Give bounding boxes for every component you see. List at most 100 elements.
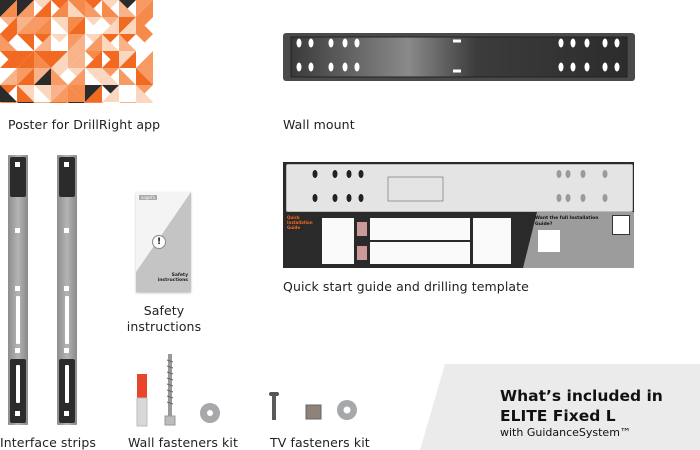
- poster-pattern-tile: [17, 34, 34, 51]
- poster-pattern-tile: [0, 51, 17, 68]
- template-hole: [556, 170, 562, 178]
- poster-pattern-tile: [102, 68, 119, 85]
- tv-fasteners-image: [269, 392, 357, 420]
- mounting-hole: [296, 62, 302, 72]
- mounting-hole: [354, 38, 360, 48]
- poster-pattern-tile: [0, 34, 17, 51]
- mounting-hole: [570, 62, 576, 72]
- template-hole: [346, 170, 352, 178]
- banner-line1: What’s included in: [500, 387, 663, 405]
- template-hole: [358, 170, 364, 178]
- guide-question: Want the full Installation Guide?: [535, 216, 599, 227]
- warning-icon: !: [152, 235, 166, 249]
- guide-heading: Quick Installation Guide: [287, 215, 313, 230]
- poster-pattern-tile: [136, 17, 153, 34]
- mounting-hole: [328, 38, 334, 48]
- mounting-slot: [453, 69, 461, 73]
- tv-fasteners-caption: TV fasteners kit: [270, 435, 370, 450]
- poster-pattern-tile: [68, 34, 85, 51]
- safety-caption-line2: instructions: [126, 319, 202, 334]
- poster-pattern-tile: [85, 68, 102, 85]
- poster-pattern-tile: [34, 102, 51, 103]
- mounting-hole: [308, 38, 314, 48]
- poster-pattern-tile: [33, 102, 34, 103]
- product-banner: [420, 364, 700, 450]
- poster-pattern-tile: [0, 0, 17, 17]
- poster-pattern-tile: [102, 102, 119, 103]
- banner-subtitle: with GuidanceSystem™: [500, 426, 631, 439]
- poster-pattern-tile: [119, 85, 136, 102]
- poster-pattern-tile: [85, 51, 102, 68]
- template-caption: Quick start guide and drilling template: [283, 279, 529, 294]
- poster-pattern-tile: [68, 17, 85, 34]
- mounting-hole: [614, 62, 620, 72]
- mounting-hole: [328, 62, 334, 72]
- banner-line2: ELITE Fixed L: [500, 407, 616, 425]
- mounting-hole: [602, 38, 608, 48]
- poster-pattern-tile: [102, 85, 119, 102]
- mounting-hole: [354, 62, 360, 72]
- wall-mount-caption: Wall mount: [283, 117, 355, 132]
- poster-pattern-tile: [51, 0, 68, 17]
- poster-pattern-tile: [102, 17, 119, 34]
- poster-pattern-tile: [119, 102, 136, 103]
- poster-pattern-tile: [0, 85, 17, 102]
- safety-caption-line1: Safety: [143, 303, 185, 318]
- wall-fasteners-caption: Wall fasteners kit: [128, 435, 238, 450]
- wall-mount-image: [283, 33, 635, 81]
- mounting-hole: [584, 38, 590, 48]
- poster-pattern-tile: [119, 0, 136, 17]
- poster-caption: Poster for DrillRight app: [8, 117, 161, 132]
- wall-fasteners-image: [136, 354, 220, 427]
- qr-code-icon: [612, 215, 630, 235]
- poster-pattern-tile: [17, 17, 34, 34]
- poster-pattern-tile: [34, 0, 51, 17]
- poster-pattern-tile: [119, 51, 136, 68]
- poster-pattern-tile: [34, 17, 51, 34]
- poster-pattern-tile: [51, 17, 68, 34]
- mounting-hole: [570, 38, 576, 48]
- template-hole: [312, 170, 318, 178]
- poster-pattern-tile: [67, 102, 68, 103]
- interface-strip: [57, 155, 77, 425]
- template-hole: [602, 194, 608, 202]
- poster-pattern-tile: [119, 17, 136, 34]
- drill-pattern-guide: [387, 176, 444, 202]
- mounting-hole: [602, 62, 608, 72]
- poster-pattern-tile: [85, 0, 102, 17]
- poster-pattern-tile: [136, 85, 153, 102]
- poster-pattern-tile: [136, 68, 153, 85]
- poster-pattern-tile: [51, 85, 68, 102]
- strips-caption: Interface strips: [0, 435, 97, 450]
- template-hole: [565, 170, 571, 178]
- interface-strip: [8, 155, 28, 425]
- poster-pattern-tile: [34, 68, 51, 85]
- banner-title: What’s included in ELITE Fixed L: [500, 386, 663, 426]
- poster-pattern-tile: [68, 68, 85, 85]
- poster-pattern-tile: [85, 17, 102, 34]
- mounting-hole: [614, 38, 620, 48]
- poster-pattern-tile: [51, 68, 68, 85]
- mounting-slot: [453, 39, 461, 43]
- mounting-hole: [308, 62, 314, 72]
- template-hole: [565, 194, 571, 202]
- bolt-icon: [269, 392, 279, 396]
- mounting-hole: [296, 38, 302, 48]
- poster-pattern-tile: [102, 0, 119, 17]
- poster-pattern-tile: [68, 85, 85, 102]
- poster-pattern-tile: [85, 34, 102, 51]
- poster-pattern-tile: [102, 102, 103, 103]
- mounting-hole: [342, 38, 348, 48]
- poster-pattern-tile: [17, 85, 34, 102]
- spacer-icon: [305, 404, 322, 420]
- poster-pattern-tile: [136, 0, 153, 17]
- template-hole: [602, 170, 608, 178]
- wall-plug-icon: [137, 374, 147, 398]
- poster-pattern-tile: [50, 102, 51, 103]
- poster-pattern-tile: [152, 102, 153, 103]
- template-hole: [556, 194, 562, 202]
- poster-pattern-tile: [0, 17, 17, 34]
- poster-pattern-tile: [0, 68, 17, 85]
- template-hole: [358, 194, 364, 202]
- poster-pattern-tile: [135, 102, 136, 103]
